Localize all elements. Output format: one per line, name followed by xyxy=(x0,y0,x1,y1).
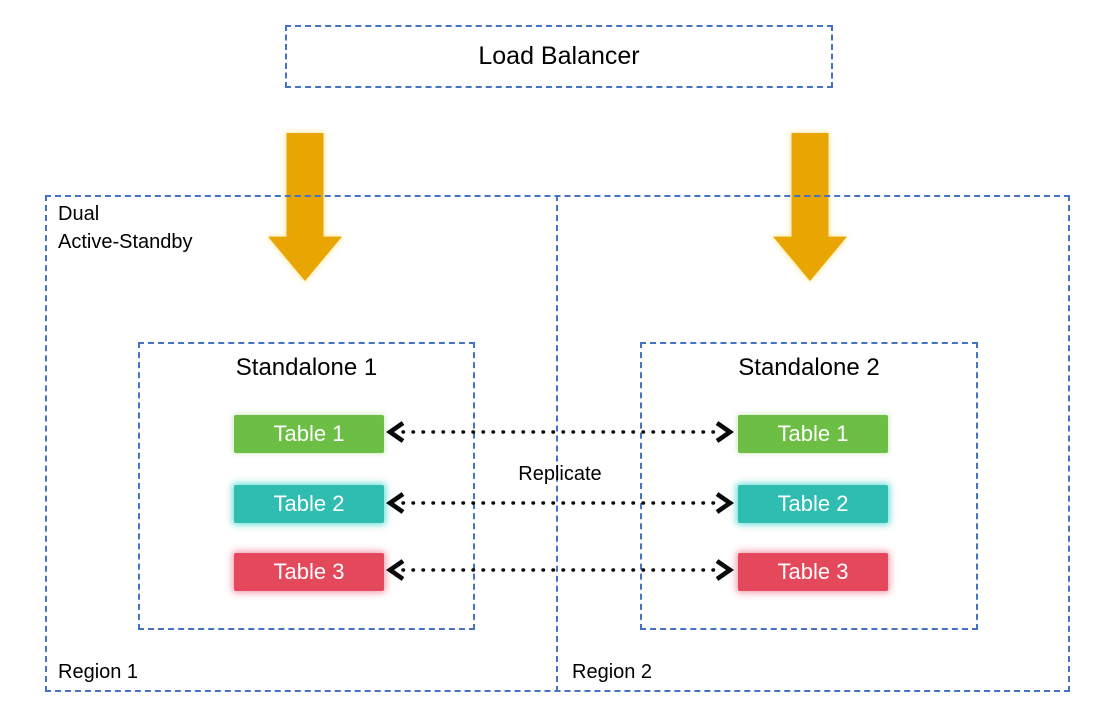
table-label: Table 1 xyxy=(273,421,345,446)
table-node: Table 2 xyxy=(234,485,384,523)
table-label: Table 1 xyxy=(777,421,849,446)
table-label: Table 3 xyxy=(777,559,849,584)
table-label: Table 2 xyxy=(777,491,849,516)
table-node: Table 1 xyxy=(234,415,384,453)
replicate-label: Replicate xyxy=(518,463,602,485)
replication-arrow-icon xyxy=(385,421,735,443)
replication-arrow-icon xyxy=(385,492,735,514)
table-label: Table 3 xyxy=(273,559,345,584)
load-balancer-label: Load Balancer xyxy=(478,42,640,70)
cluster-label: Dual Active-Standby xyxy=(58,203,193,253)
table-node: Table 1 xyxy=(738,415,888,453)
standalone-2-box: Standalone 2 Table 1 Table 2 Table 3 xyxy=(640,342,978,630)
table-node: Table 2 xyxy=(738,485,888,523)
standalone-1-title: Standalone 1 xyxy=(235,354,378,381)
flow-arrow-right xyxy=(773,133,847,281)
table-node: Table 3 xyxy=(738,553,888,591)
replication-arrow-icon xyxy=(385,559,735,581)
region-1-label: Region 1 xyxy=(58,661,139,683)
table-label: Table 2 xyxy=(273,491,345,516)
load-balancer-node: Load Balancer xyxy=(285,25,833,88)
standalone-2-title: Standalone 2 xyxy=(738,354,880,381)
region-divider xyxy=(556,195,558,692)
region-2-label: Region 2 xyxy=(572,661,653,683)
table-node: Table 3 xyxy=(234,553,384,591)
standalone-1-box: Standalone 1 Table 1 Table 2 Table 3 xyxy=(138,342,475,630)
flow-arrow-left xyxy=(268,133,342,281)
